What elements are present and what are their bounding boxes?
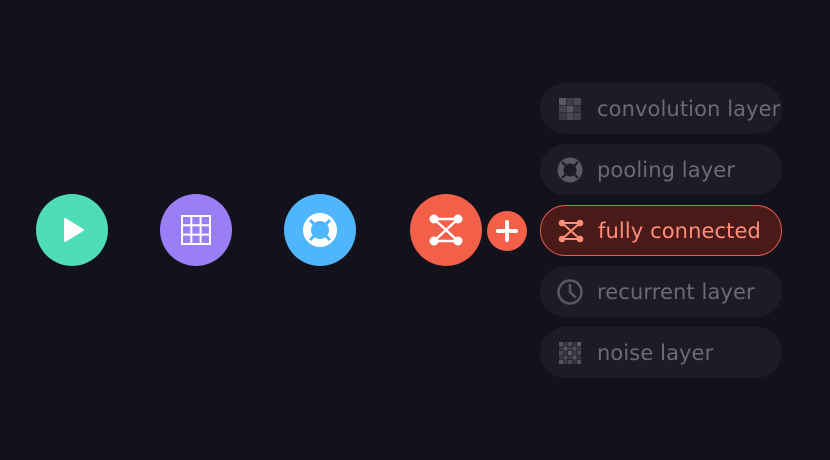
ring-icon xyxy=(303,213,337,247)
menu-item-recurrent-layer[interactable]: recurrent layer xyxy=(540,266,782,317)
add-layer-button[interactable] xyxy=(487,211,527,251)
grid-squares-icon xyxy=(556,95,584,123)
network-icon xyxy=(429,214,463,246)
menu-item-noise-layer[interactable]: noise layer xyxy=(540,327,782,378)
play-icon xyxy=(64,218,84,242)
ring-icon xyxy=(556,156,584,184)
menu-item-label: fully connected xyxy=(598,218,761,243)
connector-conv-pool xyxy=(232,228,284,232)
menu-item-label: convolution layer xyxy=(597,96,781,121)
menu-item-label: recurrent layer xyxy=(597,279,755,304)
menu-item-convolution-layer[interactable]: convolution layer xyxy=(540,83,782,134)
network-icon xyxy=(557,217,585,245)
plus-icon xyxy=(496,220,518,242)
connector-pool-fc xyxy=(356,228,410,232)
clock-icon xyxy=(556,278,584,306)
menu-item-label: pooling layer xyxy=(597,157,735,182)
node-fully-connected[interactable] xyxy=(410,194,482,266)
menu-item-label: noise layer xyxy=(597,340,714,365)
noise-icon xyxy=(556,339,584,367)
menu-item-pooling-layer[interactable]: pooling layer xyxy=(540,144,782,195)
node-start[interactable] xyxy=(36,194,108,266)
layer-menu: convolution layer pooling layer xyxy=(540,83,782,388)
menu-item-fully-connected[interactable]: fully connected xyxy=(540,205,782,256)
node-pooling[interactable] xyxy=(284,194,356,266)
grid-icon xyxy=(181,215,211,245)
connector-start-conv xyxy=(108,228,160,232)
node-convolution[interactable] xyxy=(160,194,232,266)
